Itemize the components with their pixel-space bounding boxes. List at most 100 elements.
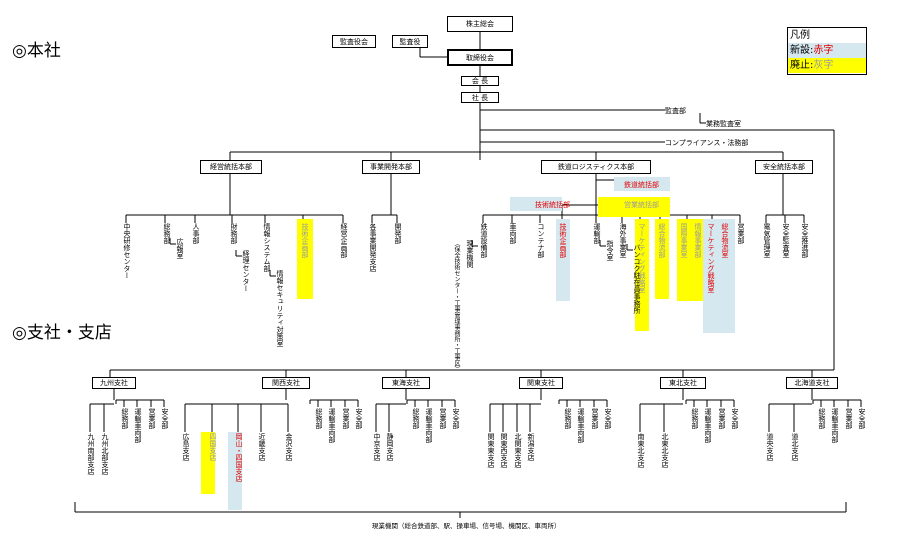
dept-info-security: 情報セキュリティ対策室: [276, 270, 284, 347]
legend-new-note: 赤字: [813, 45, 834, 56]
highlight-abolished: [655, 219, 669, 299]
branch-dept: 営業部: [439, 408, 447, 429]
branch-office: 関東東支店: [487, 433, 495, 468]
dept-marketing-old: マーケティング戦略室: [638, 223, 646, 293]
dept-somu: 総務部: [163, 223, 171, 244]
dept-joho-jigyo: 情報事業部: [694, 223, 702, 258]
dept-genkyo: 現業機関: [466, 240, 474, 268]
branch-dept: 安全部: [355, 408, 363, 429]
branch-box: 関西支社: [262, 377, 310, 389]
branch-dept: 総務部: [412, 408, 420, 429]
branch-dept: 営業部: [718, 408, 726, 429]
branch-office: 道央支店: [766, 433, 774, 461]
dept-denki-kanri: 電気管理室: [763, 223, 771, 258]
highlight-abolished: [598, 197, 670, 217]
dept-zaimu: 財務部: [230, 223, 238, 244]
hq-logistics-box: 鉄道ロジスティクス本部: [541, 160, 651, 174]
highlight-new: [510, 197, 562, 211]
branch-dept: 総務部: [691, 408, 699, 429]
dept-container: コンテナ部: [537, 223, 545, 258]
branch-box: 東海支社: [382, 377, 430, 389]
dept-shirei: 指令室: [606, 240, 614, 261]
dept-koho: 広報室: [176, 238, 184, 259]
branch-office: 中京支店: [373, 433, 381, 461]
branch-dept: 安全部: [858, 408, 866, 429]
branch-dept: 営業部: [342, 408, 350, 429]
legend-new-sep: :: [810, 45, 814, 56]
tetsudo-toukatsu-label: 鉄道統括部: [624, 181, 659, 189]
highlight-abolished: [635, 219, 649, 331]
branch-dept: 営業部: [591, 408, 599, 429]
hq-safety-box: 安全統括本部: [755, 160, 813, 174]
dept-kaigai: 海外事業室: [619, 223, 627, 258]
branch-office: 静岡支店: [386, 433, 394, 461]
branch-dept: 運輸車両部: [328, 408, 336, 443]
highlight-abolished: [677, 219, 707, 301]
legend-new: 新設:赤字: [788, 43, 866, 58]
dept-bangkok: バンコク駐在員事務所: [633, 244, 641, 314]
branch-office: 四国支店: [209, 433, 217, 461]
branch-dept: 安全部: [452, 408, 460, 429]
branch-office: 関東西支店: [500, 433, 508, 468]
hq-keiei-box: 経営統括本部: [200, 160, 262, 174]
branch-dept: 営業部: [148, 408, 156, 429]
eigyo-toukatsu-label: 営業統括部: [624, 201, 659, 209]
board-of-directors-box: 取締役会: [447, 49, 513, 66]
branch-box: 東北支社: [660, 377, 706, 389]
dept-sharyo: 車両部: [509, 223, 517, 244]
branch-office: 南東北支店: [637, 433, 645, 468]
branch-dept: 総務部: [315, 408, 323, 429]
compliance-label: コンプライアンス・法務部: [665, 139, 749, 147]
branch-dept: 運輸車両部: [134, 408, 142, 443]
legend: 凡例 新設:赤字 廃止:灰字: [787, 27, 867, 75]
dept-info-system: 情報システム部: [263, 223, 271, 272]
hq-jigyo-box: 事業開発本部: [362, 160, 420, 174]
dept-keiei-kikaku: 経営企画部: [340, 223, 348, 258]
dept-chuo-kenshu: 中央研修センター: [123, 223, 131, 279]
branch-dept: 運輸車両部: [704, 408, 712, 443]
highlight-abolished: [201, 432, 215, 494]
president-box: 社 長: [461, 92, 499, 103]
dept-hozen: （保全技術センター・工事管理事務所・工事区）: [453, 240, 460, 372]
highlight-new: [228, 432, 242, 510]
dept-marketing-new: マーケティング戦略室: [707, 223, 715, 293]
branch-office: 道北支店: [791, 433, 799, 461]
dept-gijutsu-kikaku-logi: 技術企画部: [559, 223, 567, 258]
dept-jigyo-shiten: 各事業開発支店: [369, 223, 377, 272]
dept-kaihatsu: 開発部: [394, 223, 402, 244]
highlight-new: [614, 177, 670, 191]
highlight-new: [556, 219, 570, 301]
bottom-genkyo-label: 現業機関（総合鉄道部、駅、操車場、信号場、機関区、車両所）: [372, 522, 561, 530]
branch-office: 岡山・四国支店: [235, 433, 243, 482]
section-branches: ◎支社・支店: [12, 323, 112, 343]
highlight-abolished: [297, 219, 313, 299]
legend-abolished-sep: :: [810, 60, 814, 71]
legend-abolished-label: 廃止: [790, 60, 810, 71]
dept-setsubi: 鉄道設備部: [480, 223, 488, 258]
dept-anzen-kansa: 安全監査室: [782, 223, 790, 258]
dept-keiri: 経理センター: [242, 250, 250, 292]
dept-unyu: 運輸部: [593, 223, 601, 244]
dept-jinji: 人事部: [192, 223, 200, 244]
legend-new-label: 新設: [790, 45, 810, 56]
dept-kokusai: 国際事業室: [680, 223, 688, 258]
branch-dept: 運輸車両部: [831, 408, 839, 443]
branch-dept: 運輸車両部: [577, 408, 585, 443]
highlight-new: [703, 219, 735, 333]
auditor-board-box: 監査役会: [332, 35, 376, 48]
branch-dept: 安全部: [604, 408, 612, 429]
branch-dept: 営業部: [845, 408, 853, 429]
branch-box: 関東支社: [519, 377, 563, 389]
branch-office: 広島支店: [182, 433, 190, 461]
branch-dept: 総務部: [121, 408, 129, 429]
branch-office: 北東北支店: [661, 433, 669, 468]
branch-office: 九州北部支店: [101, 433, 109, 475]
legend-abolished-note: 灰字: [813, 60, 834, 71]
branch-dept: 総務部: [564, 408, 572, 429]
gijutsu-toukatsu-label: 技術統括部: [535, 201, 570, 209]
branch-office: 九州南部支店: [87, 433, 95, 475]
branch-office: 新潟支店: [527, 433, 535, 461]
branch-dept: 安全部: [161, 408, 169, 429]
legend-title: 凡例: [790, 30, 810, 41]
